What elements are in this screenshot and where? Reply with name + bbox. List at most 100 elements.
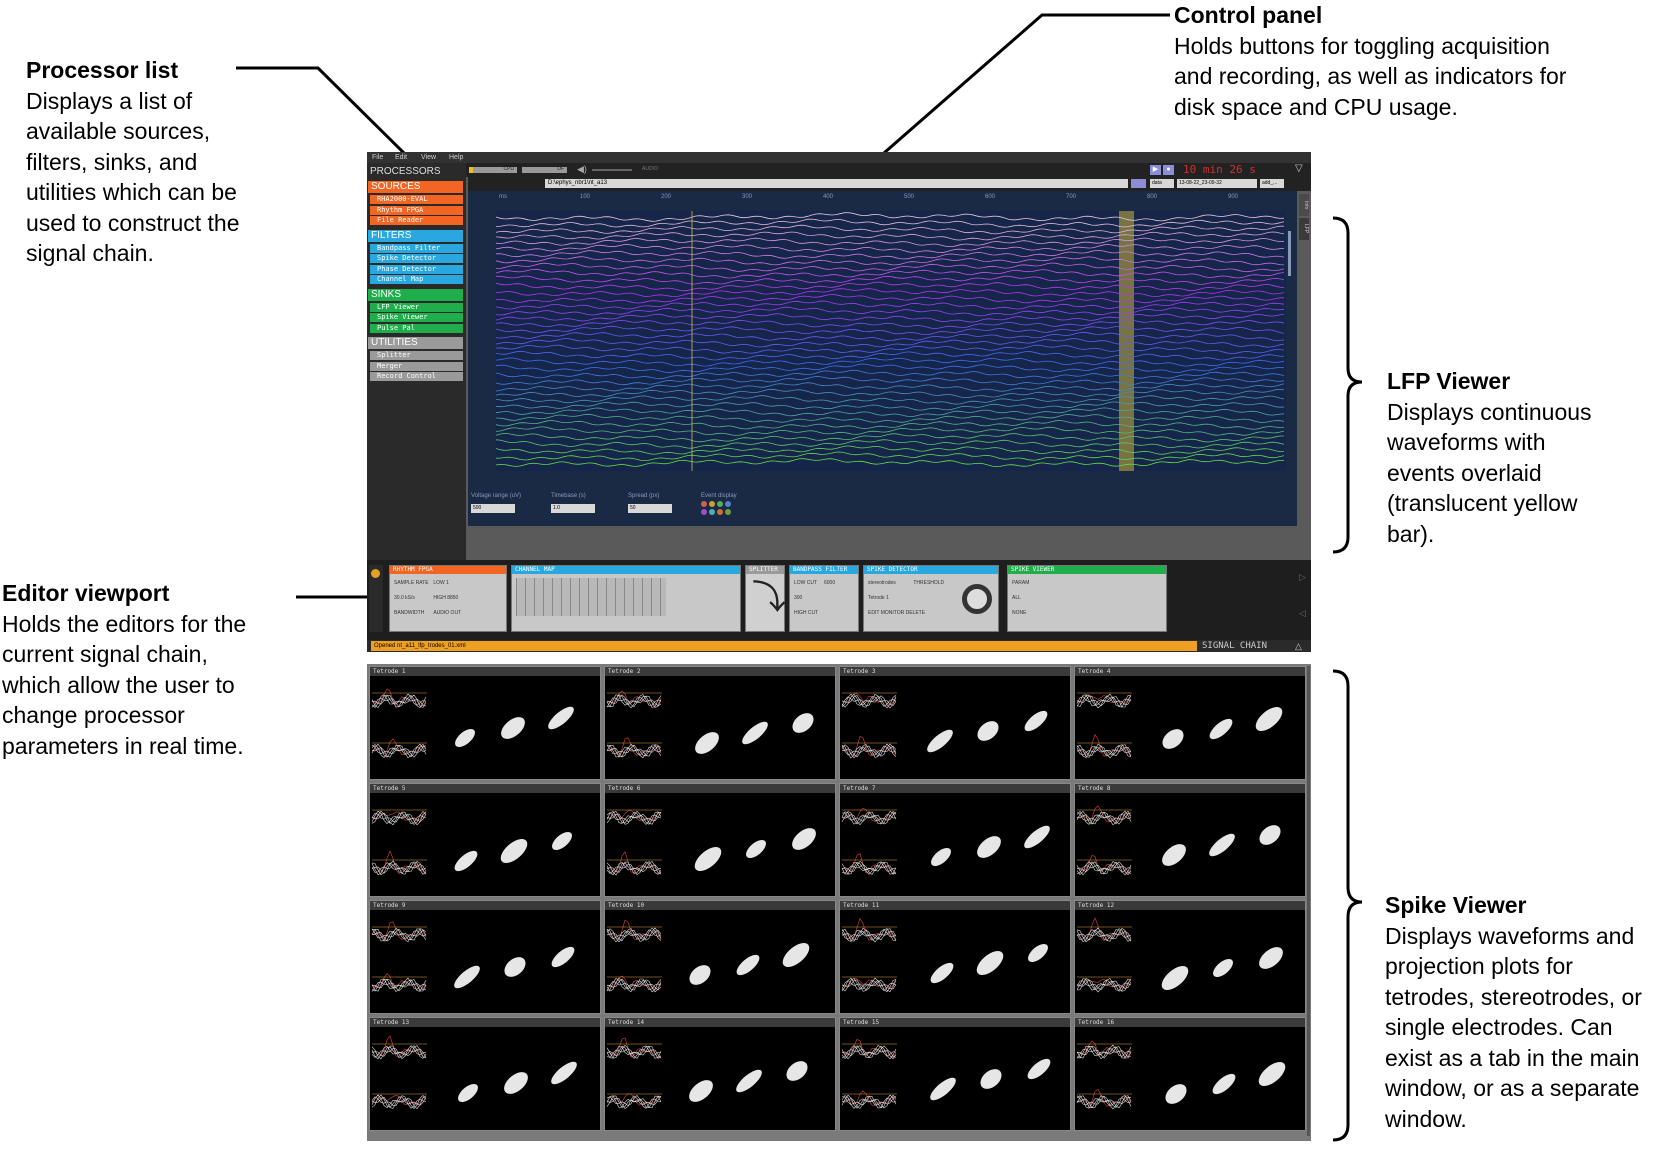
category-utilities[interactable]: UTILITIES [368, 337, 463, 349]
tetrode-title: Tetrode 11 [840, 901, 1070, 910]
category-filters[interactable]: FILTERS [368, 229, 463, 242]
lfp-control-label: Event display [701, 493, 737, 499]
spike-waveform [606, 744, 662, 758]
spike-waveform [841, 928, 897, 942]
volume-slider[interactable] [592, 169, 632, 171]
lfp-trace [496, 275, 1285, 285]
tetrode-title: Tetrode 4 [1075, 667, 1305, 676]
spike-cluster [1259, 947, 1283, 969]
play-button[interactable]: ▶ [1150, 165, 1161, 175]
tetrode-plots [1076, 917, 1283, 993]
spike-waveform [1076, 744, 1132, 758]
lfp-scrollbar[interactable] [1288, 231, 1291, 276]
editor-button-icon[interactable] [371, 569, 380, 578]
processor-item[interactable]: Channel Map [370, 275, 463, 284]
editor-channel-map[interactable]: CHANNEL MAPMAPPINGAUDIORECPARAMALLNONE [511, 565, 741, 632]
spike-cluster [736, 1069, 762, 1093]
spike-cluster [736, 954, 760, 976]
annotation-text: Displays waveforms and projection plots … [1385, 922, 1642, 1132]
processor-item[interactable]: Pulse Pal [370, 323, 463, 333]
time-tick-label: 500 [904, 194, 915, 200]
editor-field: HIGH 8850 [433, 595, 459, 601]
spike-cluster [792, 713, 814, 733]
spike-waveform [841, 811, 897, 825]
menu-view[interactable]: View [421, 154, 437, 161]
status-bar: Opened nt_a11_lfp_trodes_01.xml SIGNAL C… [367, 640, 1311, 652]
editor-splitter[interactable]: SPLITTER⤵ [745, 565, 786, 632]
processor-item[interactable]: LFP Viewer [370, 302, 463, 312]
arrow-right-icon[interactable]: ▷ [1299, 572, 1306, 582]
tab-info[interactable]: Info [1299, 194, 1309, 216]
processor-item[interactable]: Record Control [370, 372, 463, 381]
lfp-control-select[interactable]: 50 [628, 504, 672, 513]
category-sinks[interactable]: SINKS [368, 288, 463, 301]
tab-lfp[interactable]: LFP [1299, 218, 1309, 240]
event-channel-button[interactable] [725, 501, 731, 507]
processor-item[interactable]: Phase Detector [370, 264, 463, 274]
record-button[interactable]: ● [1163, 165, 1174, 175]
processor-item[interactable]: Merger [370, 361, 463, 371]
annotation-control-panel: Control panel Holds buttons for toggling… [1174, 0, 1654, 122]
lfp-control-select[interactable]: 500 [471, 504, 515, 513]
event-channel-button[interactable] [709, 501, 715, 507]
speaker-icon[interactable]: ◀) [577, 164, 587, 174]
event-channel-button[interactable] [725, 509, 731, 515]
path-bar: D:\ephys_nbr1\nt_a13 data 13-08-22_23-09… [468, 177, 1311, 191]
menu-file[interactable]: File [372, 154, 384, 161]
menu-edit[interactable]: Edit [395, 154, 408, 161]
tetrode-plots [841, 692, 1048, 759]
lfp-control-select[interactable]: 1.0 [551, 504, 595, 513]
lfp-trace [496, 401, 1285, 411]
tetrode-plots [1076, 1040, 1286, 1110]
event-channel-button[interactable] [701, 509, 707, 515]
spike-cluster [1258, 1062, 1286, 1086]
spike-waveform [1076, 695, 1132, 709]
processor-item[interactable]: Bandpass Filter [370, 243, 463, 253]
threshold-knob[interactable] [962, 584, 992, 614]
spike-waveform [841, 1045, 897, 1060]
spike-waveform [606, 977, 662, 993]
processor-item[interactable]: Rhythm FPGA [370, 205, 463, 215]
spike-cluster [695, 732, 719, 754]
event-bar [1119, 211, 1134, 471]
processor-item[interactable]: RHA2000-EVAL [370, 195, 463, 204]
lfp-trace [496, 439, 1285, 449]
processor-item[interactable]: Spike Detector [370, 254, 463, 263]
browse-button[interactable] [1131, 179, 1146, 188]
path-field[interactable]: D:\ephys_nbr1\nt_a13 [545, 179, 1128, 188]
append-field[interactable]: add_... [1260, 179, 1284, 188]
processor-item[interactable]: Spike Viewer [370, 313, 463, 322]
spike-cluster [792, 828, 816, 850]
event-channel-button[interactable] [701, 501, 707, 507]
annotation-title: Spike Viewer [1385, 892, 1527, 918]
spike-waveform [1076, 978, 1132, 992]
spike-viewer-scrollbar[interactable] [1307, 666, 1310, 1136]
category-sources[interactable]: SOURCES [368, 181, 463, 193]
channel-grid[interactable] [516, 578, 666, 616]
event-channel-button[interactable] [717, 501, 723, 507]
processor-item[interactable]: File Reader [370, 216, 463, 225]
spike-waveform [371, 973, 427, 990]
folder-prefix-field[interactable]: data [1150, 179, 1174, 188]
spike-cluster [551, 1061, 577, 1085]
event-channel-button[interactable] [709, 509, 715, 515]
menu-help[interactable]: Help [449, 154, 464, 161]
spike-waveform [841, 860, 897, 875]
triangle-up-icon[interactable]: △ [1295, 641, 1302, 651]
spike-waveform [841, 853, 897, 874]
chevron-down-icon[interactable]: ▽ [1295, 163, 1303, 174]
arrow-left-icon[interactable]: ◁ [1299, 608, 1306, 618]
app-window: File Edit View Help CPU DF ◀) AUDIO ▶ ● … [367, 152, 1311, 652]
spike-waveform [606, 1044, 662, 1059]
spike-cluster [930, 1077, 956, 1101]
folder-date-field[interactable]: 13-08-22_23-09-32 [1177, 179, 1257, 188]
event-channel-button[interactable] [717, 509, 723, 515]
spike-waveform [371, 860, 427, 874]
spike-waveform [606, 861, 662, 876]
processor-item[interactable]: Splitter [370, 351, 463, 360]
